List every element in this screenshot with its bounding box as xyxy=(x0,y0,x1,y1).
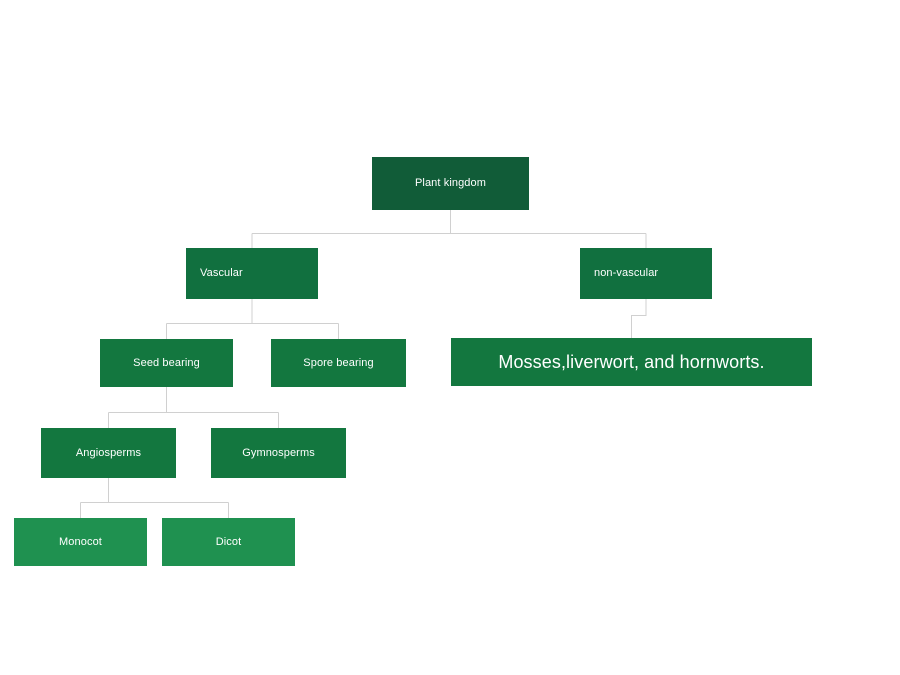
node-label-non-vascular: non-vascular xyxy=(594,267,659,280)
node-label-angiosperms: Angiosperms xyxy=(75,446,142,459)
connector-seed-to-children xyxy=(107,387,280,428)
node-label-monocot: Monocot xyxy=(59,535,102,548)
node-spore-bearing[interactable]: Spore bearing xyxy=(271,339,406,387)
connector-nonvascular-to-mosses xyxy=(630,299,647,338)
node-label-vascular: Vascular xyxy=(200,267,243,280)
node-dicot[interactable]: Dicot xyxy=(162,518,295,566)
node-vascular[interactable]: Vascular xyxy=(186,248,318,299)
node-seed-bearing[interactable]: Seed bearing xyxy=(100,339,233,387)
connector-vascular-to-children xyxy=(165,299,340,339)
node-label-seed-bearing: Seed bearing xyxy=(133,356,200,369)
node-label-mosses-liverwort-hornworts: Mosses,liverwort, and hornworts. xyxy=(498,351,765,372)
node-label-dicot: Dicot xyxy=(215,535,242,548)
node-angiosperms[interactable]: Angiosperms xyxy=(41,428,176,478)
connector-angiosperms-to-children xyxy=(79,478,230,518)
node-mosses-liverwort-hornworts[interactable]: Mosses,liverwort, and hornworts. xyxy=(451,338,812,386)
node-gymnosperms[interactable]: Gymnosperms xyxy=(211,428,346,478)
node-label-gymnosperms: Gymnosperms xyxy=(242,446,315,459)
node-label-spore-bearing: Spore bearing xyxy=(303,356,374,369)
node-non-vascular[interactable]: non-vascular xyxy=(580,248,712,299)
node-label-plant-kingdom: Plant kingdom xyxy=(414,177,486,190)
node-plant-kingdom[interactable]: Plant kingdom xyxy=(372,157,529,210)
connector-plant-to-children xyxy=(251,210,647,248)
node-monocot[interactable]: Monocot xyxy=(14,518,147,566)
